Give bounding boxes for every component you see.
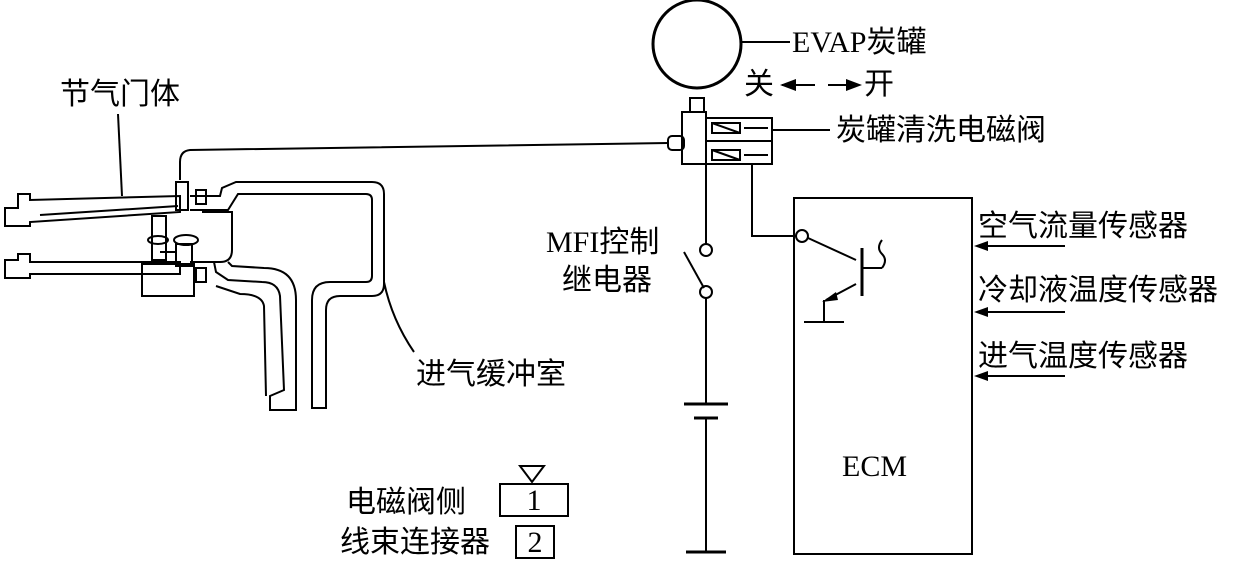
connector-label-line1: 电磁阀侧 (346, 485, 466, 520)
purge-valve-label: 炭罐清洗电磁阀 (836, 113, 1046, 148)
intake-temp-sensor-label: 进气温度传感器 (978, 339, 1188, 374)
connector-pin2-cell (515, 525, 555, 559)
evap-canister: EVAP炭罐 (651, 0, 926, 90)
purge-solenoid-valve: 炭罐清洗电磁阀 (667, 97, 1046, 165)
evap-canister-label: EVAP炭罐 (792, 26, 926, 59)
coolant-arrow (974, 307, 988, 317)
relay-switch-blade (683, 251, 705, 289)
purge-hose (179, 142, 669, 180)
coolant-sensor-label: 冷却液温度传感器 (978, 273, 1218, 308)
connector-key-icon (518, 465, 546, 484)
maf-arrow (974, 241, 988, 251)
close-arrow-head (780, 79, 796, 91)
sensor-inputs: 空气流量传感器 冷却液温度传感器 进气温度传感器 (974, 209, 1218, 381)
ecm-unit: ECM (793, 197, 973, 555)
throttle-body-leader (117, 113, 123, 197)
valve-ecm-wire (751, 164, 796, 237)
relay-circuit: MFI控制 继电器 (546, 164, 728, 554)
open-close-indicator: 关 开 (744, 67, 894, 102)
connector-pin2: 2 (528, 526, 543, 559)
mfi-relay-label-line1: MFI控制 (546, 226, 659, 259)
close-label: 关 (744, 67, 774, 102)
intake-temp-arrow (974, 371, 988, 381)
open-arrow-head (846, 79, 862, 91)
intake-assembly (4, 181, 385, 411)
connector-pin1: 1 (527, 484, 542, 517)
ecm-label: ECM (842, 450, 907, 483)
maf-sensor-label: 空气流量传感器 (978, 209, 1188, 244)
mfi-relay-label-line2: 继电器 (562, 263, 652, 298)
intake-plenum-label: 进气缓冲室 (416, 357, 566, 392)
throttle-body-label: 节气门体 (60, 77, 180, 112)
ecm-terminal (795, 229, 809, 243)
intake-plenum-leader (383, 281, 415, 353)
relay-contact-top (699, 243, 713, 257)
open-label: 开 (864, 67, 894, 102)
harness-connector: 1 2 电磁阀侧 线束连接器 (340, 465, 569, 560)
connector-label-line2: 线束连接器 (340, 525, 490, 560)
relay-contact-bottom (699, 285, 713, 299)
connector-pin1-cell (499, 483, 569, 517)
ecm-box (793, 197, 973, 555)
